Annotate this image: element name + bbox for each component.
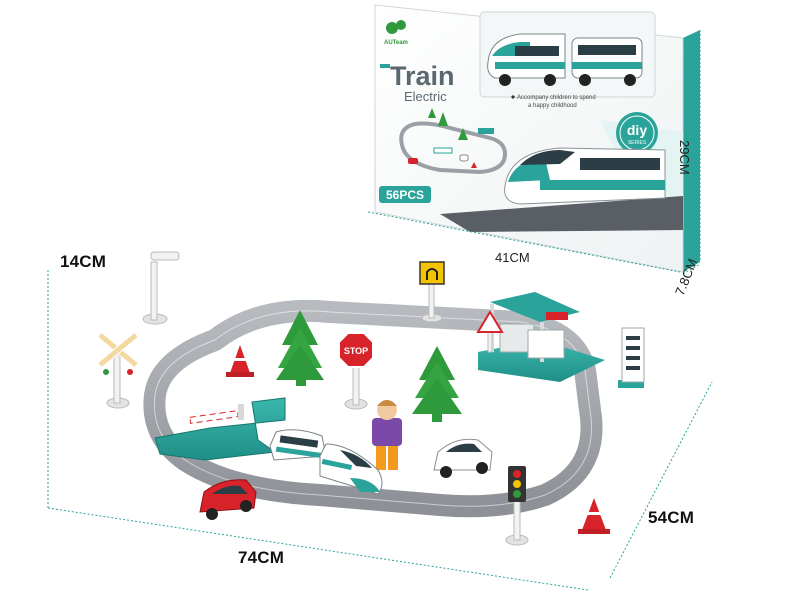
pine-tree-right [412, 346, 462, 422]
stop-sign: STOP [338, 332, 374, 410]
stop-sign-text: STOP [344, 346, 368, 356]
box-title: Train [390, 61, 455, 91]
train-station [478, 292, 605, 382]
box-hero-train: TRAIN TRAIN [440, 147, 683, 232]
brand-name: AUTeam [384, 40, 408, 46]
diy-badge: diy SERIES [616, 112, 658, 154]
crossing-post [238, 404, 244, 420]
pine-tree-left [276, 310, 324, 386]
hero-train-print-1: TRAIN [588, 193, 606, 199]
warning-sign [476, 310, 504, 353]
toy-train-carriage [269, 429, 327, 461]
diy-badge-sub: SERIES [628, 140, 647, 146]
box-subtitle: Electric [404, 89, 447, 104]
toy-train-locomotive [319, 443, 383, 495]
playset: STOP [97, 251, 645, 546]
tunnel-sign [419, 261, 445, 323]
box-width-label: 41CM [495, 250, 530, 265]
red-car [199, 479, 257, 520]
railroad-crossing-sign [97, 332, 139, 409]
traffic-cone-left [226, 345, 254, 377]
box-depth-line [682, 263, 701, 275]
hero-train-print-2: TRAIN [635, 193, 653, 199]
product-box: AUTeam Train Electric Accompany children… [374, 4, 700, 273]
white-car [433, 438, 493, 478]
box-width-line [367, 211, 681, 273]
pieces-badge-bg [379, 186, 431, 203]
playset-height-label: 14CM [60, 252, 107, 271]
diy-badge-main: diy [627, 122, 647, 138]
playset-width-line [47, 507, 589, 591]
pieces-badge: 56PCS [386, 188, 424, 202]
crossing-barrier [189, 410, 239, 424]
playset-depth-line [609, 381, 713, 579]
track-highlight [153, 310, 592, 507]
playset-depth-label: 54CM [648, 508, 695, 527]
tagline-line2: a happy childhood [528, 103, 577, 109]
window-train-carriage [571, 37, 643, 86]
brand-logo [386, 20, 406, 34]
tagline-line1: Accompany children to spend [517, 95, 596, 101]
box-side [683, 30, 700, 272]
box-height-label: 29CM [677, 140, 692, 175]
street-lamp [142, 251, 180, 325]
title-accent [380, 64, 390, 68]
traffic-light [505, 466, 529, 546]
box-mini-layout [399, 108, 508, 175]
window-train-locomotive [487, 33, 566, 86]
traffic-cone-right [578, 498, 610, 534]
crossing-platform [154, 397, 286, 461]
toy-figure [372, 400, 402, 470]
info-board [618, 327, 645, 388]
playset-width-label: 74CM [238, 548, 285, 567]
tagline-bullet [511, 95, 515, 99]
